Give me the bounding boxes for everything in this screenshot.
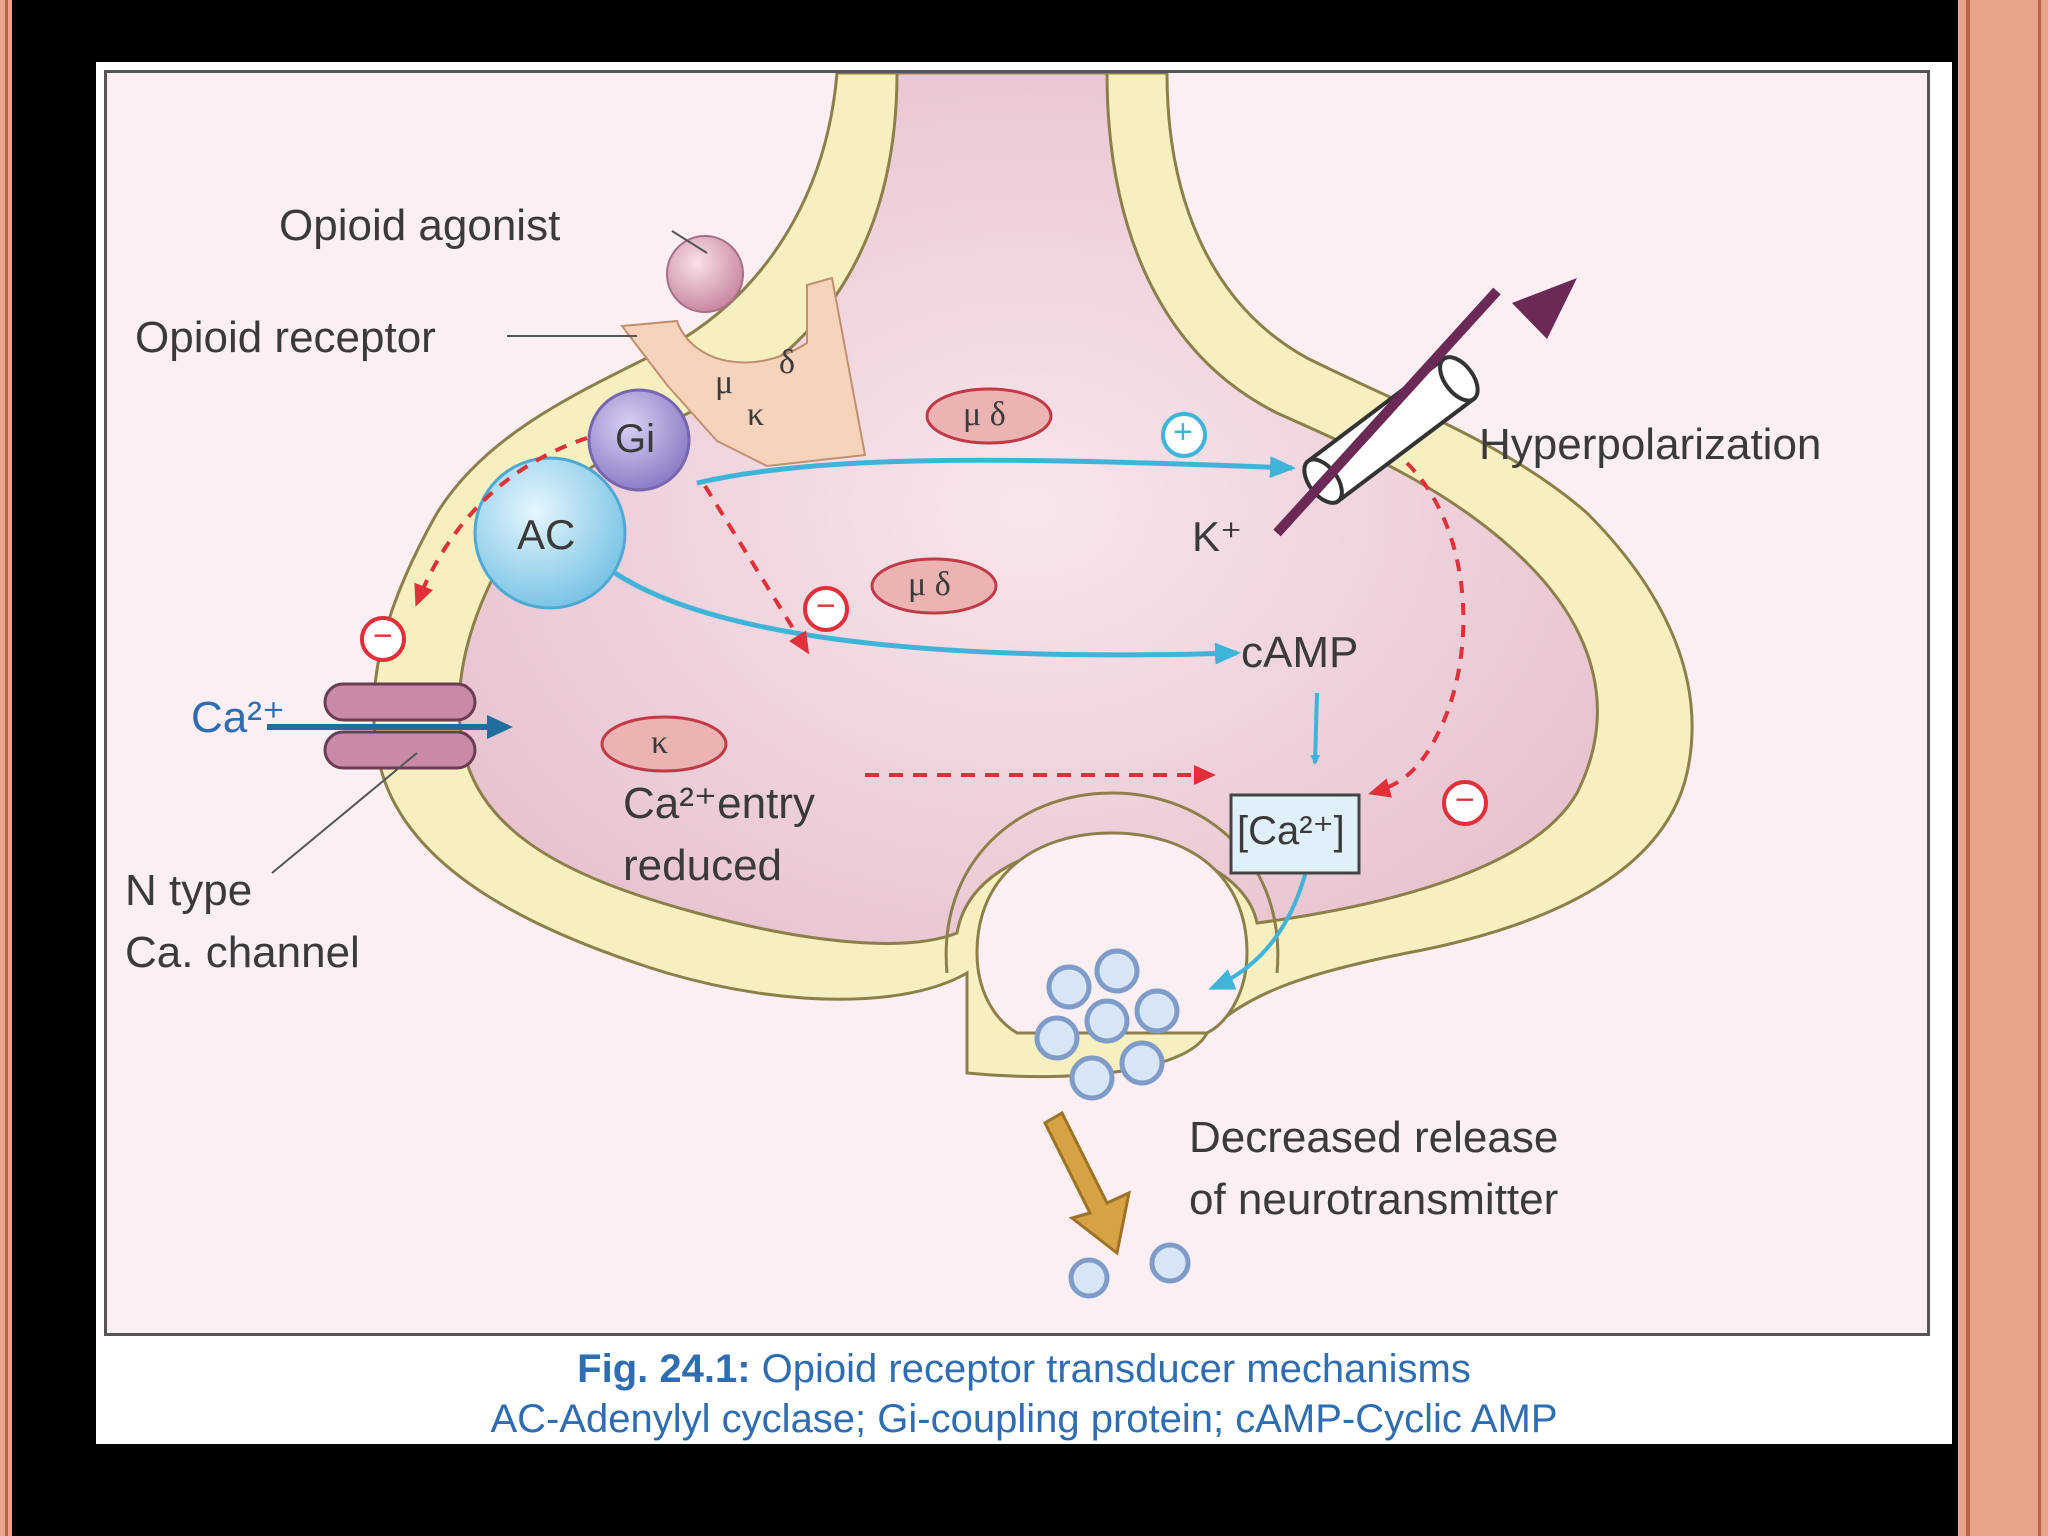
figure-title: Opioid receptor transducer mechanisms	[761, 1347, 1471, 1391]
gi-to-ac-inhibit	[703, 484, 810, 655]
vesicle-pocket-rim	[944, 791, 1280, 974]
mu-delta-label-1: μ δ	[963, 396, 1006, 433]
minus-sign-ca: −	[1455, 781, 1475, 819]
vesicle-pocket	[975, 831, 1249, 1035]
k-efflux-arrow	[1273, 287, 1501, 537]
k-ion-label: K⁺	[1192, 513, 1243, 560]
hyperpolarization-label: Hyperpolarization	[1479, 420, 1822, 469]
camp-to-ca-arrow	[1310, 692, 1321, 765]
gi-label: Gi	[615, 417, 655, 461]
minus-sign-gi: −	[816, 587, 836, 625]
kappa-oval	[600, 715, 728, 773]
opioid-receptor-label: Opioid receptor	[135, 313, 436, 362]
reduced-label: reduced	[623, 841, 783, 890]
figure-number: Fig. 24.1:	[577, 1347, 751, 1391]
ac-label: AC	[517, 511, 576, 558]
released-vesicle-2	[1149, 1242, 1191, 1284]
left-decor-stripe	[0, 0, 12, 1536]
ca-channel-label: Ca. channel	[125, 928, 360, 977]
ca-ion-label: Ca²⁺	[191, 693, 286, 742]
ca-to-vesicle-arrow	[1208, 867, 1309, 990]
mu-delta-label-2: μ δ	[908, 566, 951, 603]
of-neurotransmitter-label: of neurotransmitter	[1189, 1175, 1559, 1224]
receptor-to-ca-channel-inhibit	[414, 436, 588, 607]
minus-badge-gi	[803, 586, 849, 632]
released-vesicle-1	[1068, 1257, 1110, 1299]
agonist-leader	[671, 230, 708, 254]
figure-caption-line-1: Fig. 24.1: Opioid receptor transducer me…	[96, 1345, 1952, 1393]
ca-entry-label: Ca²⁺entry	[623, 779, 815, 828]
k-efflux-arrowhead	[1512, 278, 1577, 339]
receptor-delta-label: δ	[779, 344, 796, 381]
gi-sphere	[587, 388, 691, 492]
ca-concentration-label: [Ca²⁺]	[1237, 809, 1345, 853]
hyperpolarization-inhibit	[1368, 461, 1466, 798]
ca-bracket-box	[1229, 793, 1361, 875]
opioid-receptor-shape	[620, 276, 867, 468]
ac-to-camp-arrow	[613, 570, 1241, 665]
n-type-label: N type	[125, 866, 253, 915]
mu-delta-oval-2	[870, 557, 998, 615]
mu-delta-oval-1	[925, 387, 1053, 445]
opioid-agonist-sphere	[666, 235, 744, 313]
plus-sign: +	[1173, 413, 1193, 451]
minus-sign-channel: −	[373, 617, 393, 655]
ca-channel	[323, 682, 477, 770]
figure-caption-line-2: AC-Adenylyl cyclase; Gi-coupling protein…	[490, 1397, 1558, 1441]
synapse-diagram	[267, 73, 1694, 1299]
receptor-kappa-label: κ	[747, 396, 765, 433]
receptor-mu-label: μ	[715, 364, 734, 401]
ac-sphere	[473, 456, 627, 610]
figure-frame: Opioid agonist Opioid receptor μ κ δ Gi …	[104, 70, 1930, 1336]
right-decor-stripe	[1958, 0, 2048, 1536]
camp-label: cAMP	[1241, 628, 1359, 677]
gi-to-k-arrow	[696, 456, 1296, 486]
kappa-label: κ	[651, 724, 669, 761]
vesicle-cluster	[1034, 948, 1180, 1101]
minus-badge-channel	[360, 616, 406, 662]
minus-badge-ca	[1442, 780, 1488, 826]
ca-channel-leader	[271, 752, 418, 874]
decreased-release-label: Decreased release	[1189, 1113, 1559, 1162]
opioid-agonist-label: Opioid agonist	[279, 201, 561, 250]
release-arrow	[1043, 1110, 1132, 1256]
plus-badge	[1161, 412, 1207, 458]
